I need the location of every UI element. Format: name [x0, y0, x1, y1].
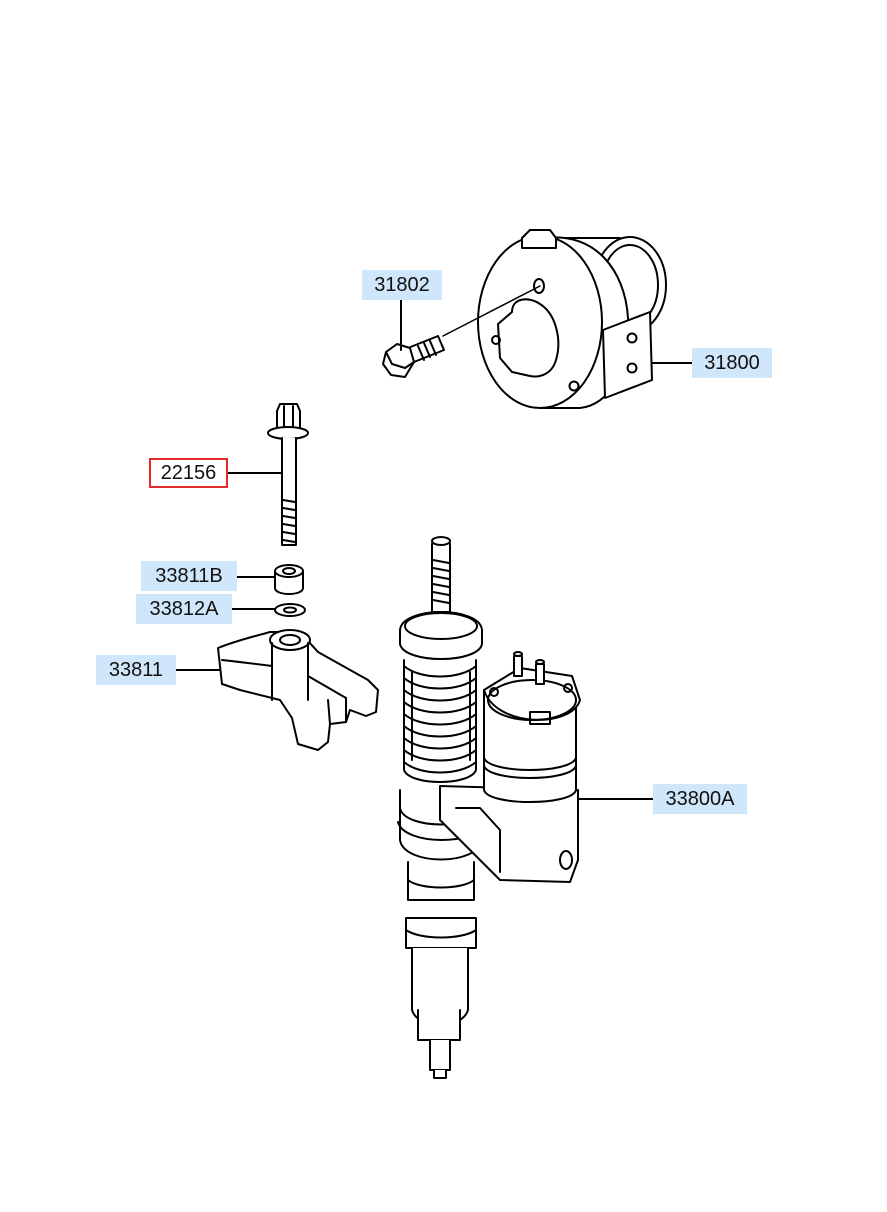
callout-33800A[interactable]: 33800A [653, 784, 747, 814]
part-31800-housing [477, 229, 667, 409]
callout-33812A[interactable]: 33812A [136, 594, 232, 624]
callout-31800[interactable]: 31800 [692, 348, 772, 378]
part-33811B-sleeve [274, 564, 304, 595]
part-31802-bolt [382, 335, 445, 378]
leader-31802-axis [442, 285, 541, 337]
leader-lines [175, 285, 693, 800]
part-22156-bolt [267, 403, 309, 546]
callout-22156-selected[interactable]: 22156 [149, 458, 228, 488]
part-33800A-injector [397, 536, 581, 1079]
part-33812A-washer [274, 603, 306, 617]
callout-33811B[interactable]: 33811B [141, 561, 237, 591]
part-33811-clamp [217, 629, 379, 751]
callout-33811[interactable]: 33811 [96, 655, 176, 685]
callout-31802[interactable]: 31802 [362, 270, 442, 300]
